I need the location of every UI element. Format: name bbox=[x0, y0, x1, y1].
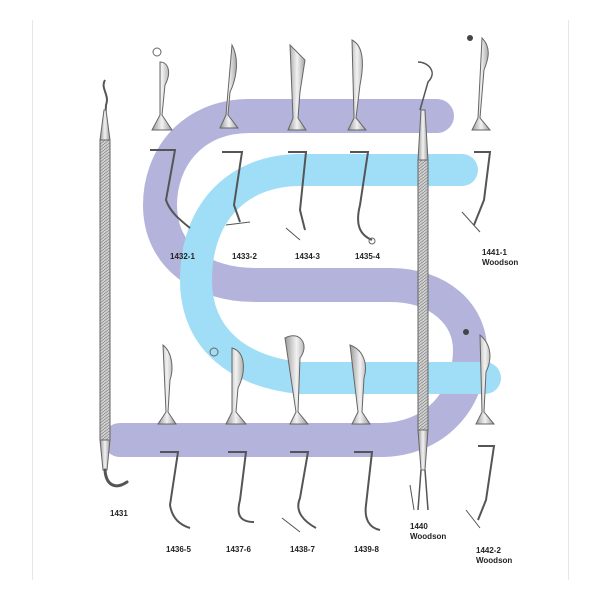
instrument-1435-icon bbox=[347, 39, 376, 245]
label-1440: 1440 Woodson bbox=[410, 522, 446, 542]
instrument-1434-icon bbox=[285, 43, 308, 241]
instrument-1437-icon bbox=[209, 347, 255, 523]
instrument-1432-icon bbox=[150, 47, 191, 229]
label-1441-name: Woodson bbox=[482, 258, 519, 267]
instrument-1440-icon bbox=[409, 61, 433, 511]
watermark-purple-stroke bbox=[103, 99, 488, 457]
label-1441-code: 1441-1 bbox=[482, 248, 507, 257]
instrument-1439-icon bbox=[349, 344, 381, 531]
instrument-1441-icon bbox=[461, 35, 492, 233]
instrument-1442-icon bbox=[463, 329, 496, 529]
label-1439-8: 1439-8 bbox=[354, 545, 379, 554]
label-1434-3: 1434-3 bbox=[295, 252, 320, 261]
label-1440-name: Woodson bbox=[410, 532, 447, 541]
label-1442-code: 1442-2 bbox=[476, 546, 501, 555]
left-border-line bbox=[32, 20, 33, 580]
watermark-logo-icon bbox=[103, 99, 501, 457]
instrument-1436-icon bbox=[157, 343, 191, 529]
label-1438-7: 1438-7 bbox=[290, 545, 315, 554]
instrument-1431-icon bbox=[99, 79, 129, 488]
label-1433-2: 1433-2 bbox=[232, 252, 257, 261]
instrument-1438-icon bbox=[281, 335, 317, 533]
label-1442-name: Woodson bbox=[476, 556, 513, 565]
instrument-1433-icon bbox=[219, 43, 251, 226]
watermark-blue-stroke bbox=[179, 154, 501, 394]
label-1435-4: 1435-4 bbox=[355, 252, 380, 261]
right-border-line bbox=[568, 20, 569, 580]
label-1441-1: 1441-1 Woodson bbox=[482, 248, 518, 268]
label-1442-2: 1442-2 Woodson bbox=[476, 546, 512, 566]
label-1440-code: 1440 bbox=[410, 522, 428, 531]
label-1431: 1431 bbox=[110, 509, 128, 518]
label-1432-1: 1432-1 bbox=[170, 252, 195, 261]
label-1437-6: 1437-6 bbox=[226, 545, 251, 554]
label-1436-5: 1436-5 bbox=[166, 545, 191, 554]
